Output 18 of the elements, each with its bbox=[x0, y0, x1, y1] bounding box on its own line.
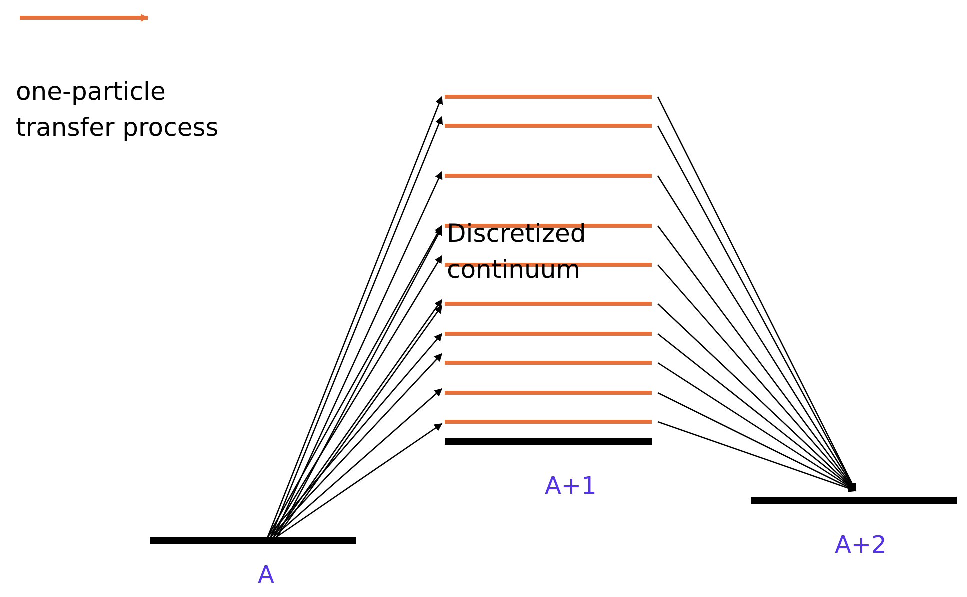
arrow bbox=[276, 423, 443, 538]
arrow bbox=[658, 421, 857, 492]
energy-level-bar bbox=[445, 332, 652, 336]
energy-level-bar bbox=[445, 95, 652, 99]
arrow bbox=[658, 362, 857, 492]
energy-level-bar bbox=[445, 420, 652, 424]
energy-level-bar bbox=[445, 361, 652, 365]
arrow bbox=[274, 388, 443, 538]
arrow bbox=[658, 392, 857, 492]
level-label: A bbox=[258, 561, 274, 589]
energy-level-bar bbox=[445, 174, 652, 178]
energy-level-bar bbox=[445, 302, 652, 306]
arrow bbox=[658, 334, 857, 492]
legend-text: one-particle transfer process bbox=[16, 76, 220, 144]
level-label: A+1 bbox=[545, 472, 597, 500]
energy-level-bar bbox=[445, 124, 652, 128]
level-label: A+2 bbox=[835, 531, 887, 559]
energy-level-bar bbox=[445, 391, 652, 395]
